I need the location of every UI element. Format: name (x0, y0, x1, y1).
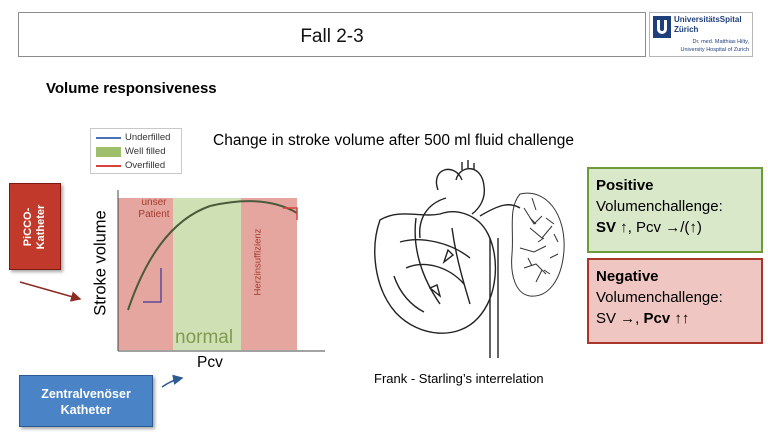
negative-challenge-label: Volumenchallenge: (596, 289, 723, 306)
logo-institution: University Hospital of Zurich (680, 47, 749, 53)
legend-swatch-well-filled (96, 147, 121, 157)
frank-starling-plot (115, 180, 330, 355)
positive-title: Positive (596, 177, 654, 194)
heart-illustration (374, 160, 565, 358)
underfilled-step-marker (143, 268, 162, 303)
underfilled-zone (118, 198, 173, 350)
legend-label: Underfilled (125, 132, 171, 143)
figure-subtitle: Change in stroke volume after 500 ml flu… (213, 132, 575, 149)
heart-failure-label: Herzinsuffizienz (252, 228, 264, 296)
logo-name-line1: UniversitätsSpital (674, 15, 742, 24)
legend-item-well-filled: Well filled (96, 146, 182, 158)
y-axis-label: Stroke volume (91, 210, 110, 316)
positive-sv: SV ↑ (596, 219, 628, 236)
positive-result-box: Positive Volumenchallenge: SV ↑, Pcv →/(… (587, 167, 763, 253)
positive-challenge-label: Volumenchallenge: (596, 198, 723, 215)
legend-swatch-underfilled (96, 137, 121, 139)
zvk-label-line1: Zentralvenöser (41, 387, 131, 401)
hospital-logo: UniversitätsSpital Zürich Dr. med. Matth… (649, 12, 753, 57)
usz-logo-icon (653, 16, 671, 38)
starling-curve-steep (127, 205, 211, 311)
zvk-label-line2: Katheter (60, 403, 112, 417)
legend-label: Well filled (125, 146, 166, 157)
our-patient-line2: Patient (138, 209, 170, 220)
slide-title: Fall 2-3 (300, 26, 364, 47)
our-patient-label: unser Patient (134, 197, 174, 221)
zvk-arrow (161, 374, 184, 388)
starling-curve-plateau (209, 200, 298, 214)
normal-zone-label: normal (175, 327, 234, 348)
negative-result-box: Negative Volumenchallenge: SV →, Pcv ↑↑ (587, 258, 763, 344)
x-axis-label: Pcv (197, 354, 223, 371)
overfilled-zone (241, 198, 297, 350)
legend-swatch-overfilled (96, 165, 121, 167)
picco-catheter-callout: PiCCO- Katheter (9, 183, 61, 270)
section-heading: Volume responsiveness (46, 80, 217, 97)
legend-item-overfilled: Overfilled (96, 160, 182, 172)
our-patient-line1: unser (141, 197, 167, 208)
legend-label: Overfilled (125, 160, 166, 171)
negative-pcv: Pcv ↑↑ (643, 310, 690, 327)
picco-arrow (19, 281, 82, 302)
positive-result-line: SV ↑, Pcv →/(↑) (596, 217, 761, 238)
legend: Underfilled Well filled Overfilled (90, 128, 182, 174)
legend-item-underfilled: Underfilled (96, 132, 182, 144)
well-filled-zone (173, 198, 241, 350)
central-venous-catheter-callout: Zentralvenöser Katheter (19, 375, 153, 427)
negative-sv: SV →, (596, 310, 644, 327)
positive-pcv: , Pcv →/(↑) (627, 219, 702, 236)
negative-title: Negative (596, 268, 659, 285)
negative-result-line: SV →, Pcv ↑↑ (596, 308, 761, 329)
logo-name-line2: Zürich (674, 25, 699, 34)
heart-caption: Frank - Starling’s interrelation (374, 371, 544, 386)
title-bar: Fall 2-3 (18, 12, 646, 57)
overfilled-step-marker (283, 207, 298, 220)
logo-author: Dr. med. Matthias Hilty, (692, 39, 749, 45)
